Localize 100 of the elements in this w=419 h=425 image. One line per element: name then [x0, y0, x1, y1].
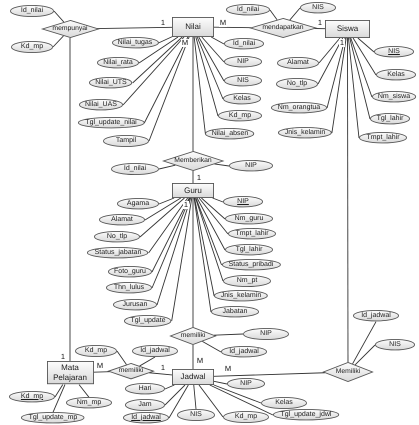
attribute-ellipse	[227, 378, 265, 390]
attribute-ellipse	[221, 346, 267, 358]
attribute-ellipse	[272, 409, 340, 421]
connector-line	[158, 164, 176, 170]
connector-line	[209, 384, 274, 416]
relationship-diamond	[250, 18, 316, 38]
connector-line	[164, 384, 186, 406]
connector-line	[349, 38, 370, 120]
attribute-ellipse	[214, 290, 268, 302]
connector-line	[144, 198, 182, 220]
connector-line	[212, 198, 224, 202]
key-attribute-ellipse	[374, 46, 414, 58]
connector-line	[152, 198, 190, 288]
connector-line	[148, 198, 188, 254]
attribute-ellipse	[223, 275, 271, 287]
entity-name: Siswa	[336, 24, 358, 34]
connector-line	[198, 198, 228, 234]
key-attribute-ellipse	[223, 196, 263, 208]
attribute-ellipse	[108, 266, 152, 278]
attribute-ellipse	[226, 4, 270, 16]
attribute-ellipse	[376, 69, 416, 81]
connector-line	[194, 198, 215, 296]
connector-line	[201, 36, 224, 62]
connector-line	[350, 38, 372, 98]
connector-line	[214, 372, 326, 377]
connector-line	[326, 38, 346, 108]
connector-line	[139, 356, 156, 366]
attribute-ellipse	[372, 91, 416, 103]
attribute-ellipse	[11, 41, 53, 53]
relationship-diamond	[42, 20, 98, 38]
attribute-ellipse	[124, 315, 172, 327]
attribute-ellipse	[261, 397, 307, 409]
connector-line	[331, 38, 347, 134]
attribute-ellipse	[177, 409, 215, 421]
connector-line	[195, 198, 224, 282]
entity-box	[46, 361, 94, 385]
attribute-ellipse	[224, 56, 262, 68]
connector-line	[314, 28, 326, 30]
connector-line	[54, 384, 64, 398]
connector-line	[148, 36, 190, 142]
attribute-ellipse	[223, 93, 261, 105]
attribute-ellipse	[359, 132, 407, 144]
attribute-ellipse	[117, 198, 159, 210]
connector-line	[193, 384, 196, 410]
attribute-ellipse	[112, 37, 158, 49]
key-attribute-ellipse	[9, 391, 55, 403]
attribute-ellipse	[79, 99, 123, 111]
attribute-ellipse	[224, 75, 262, 87]
connector-line	[318, 38, 344, 84]
attribute-ellipse	[66, 397, 112, 409]
connector-line	[158, 198, 175, 204]
attribute-ellipse	[375, 339, 415, 351]
relationship-diamond	[323, 362, 373, 382]
connector-line	[144, 36, 188, 124]
relationship-diamond	[108, 362, 154, 380]
connector-line	[152, 198, 190, 272]
attribute-ellipse	[270, 102, 328, 114]
entity-box	[172, 183, 214, 198]
connector-line	[214, 380, 228, 384]
connector-line	[213, 334, 244, 336]
connector-line	[196, 198, 226, 250]
attribute-ellipse	[89, 77, 133, 89]
attribute-ellipse	[222, 259, 280, 271]
attribute-ellipse	[78, 117, 144, 129]
attribute-ellipse	[125, 383, 165, 395]
entity-box	[172, 17, 214, 37]
attribute-ellipse	[106, 282, 152, 294]
key-attribute-ellipse	[123, 412, 169, 424]
connector-line	[168, 384, 189, 418]
attribute-ellipse	[111, 163, 159, 175]
entity-box	[325, 20, 370, 38]
attribute-ellipse	[225, 213, 273, 225]
connector-line	[93, 371, 110, 373]
connector-line	[352, 38, 376, 76]
attribute-ellipse	[225, 244, 273, 256]
connector-line	[140, 198, 185, 238]
connector-line	[210, 36, 224, 44]
connector-line	[352, 321, 376, 364]
attribute-ellipse	[224, 38, 264, 50]
connector-line	[171, 198, 192, 322]
connector-line	[354, 344, 376, 366]
attribute-ellipse	[94, 231, 140, 243]
connector-line	[347, 38, 348, 362]
attribute-ellipse	[228, 228, 276, 240]
attribute-ellipse	[223, 411, 269, 423]
connector-line	[194, 198, 212, 312]
relationship-diamond	[170, 327, 216, 345]
attribute-ellipse	[87, 247, 149, 259]
connector-line	[132, 36, 183, 84]
attribute-ellipse	[218, 110, 262, 122]
attribute-ellipse	[99, 214, 145, 226]
connector-line	[198, 384, 224, 418]
connector-line	[194, 36, 206, 134]
connector-line	[96, 26, 172, 29]
connector-line	[158, 36, 172, 44]
connector-line	[192, 198, 194, 328]
relationship-diamond	[162, 151, 224, 171]
entity-name: Jadwal	[180, 372, 206, 382]
connector-line	[198, 36, 224, 82]
connector-line	[318, 38, 340, 64]
